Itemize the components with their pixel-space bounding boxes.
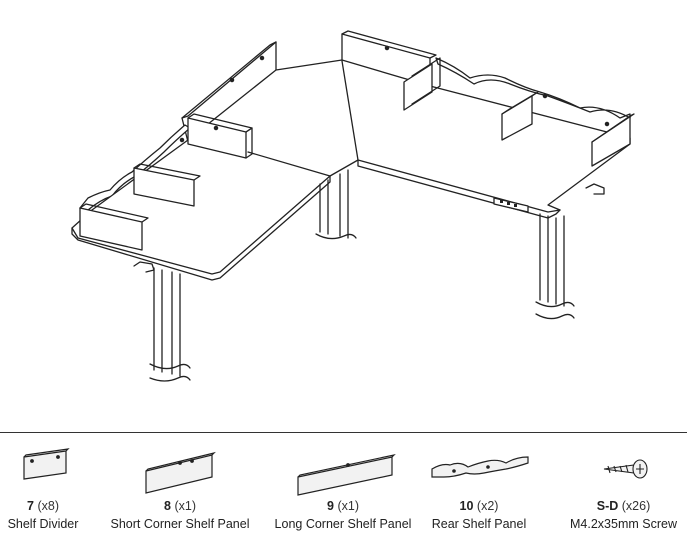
short-corner-shelf-panel xyxy=(341,30,437,87)
long-corner-shelf-panel-icon xyxy=(297,453,396,496)
shelf-divider-left-rear xyxy=(187,113,253,159)
part-label-s-d: S-D (x26) xyxy=(560,499,687,514)
part-quantity: (x26) xyxy=(621,499,651,513)
part-number: 9 xyxy=(327,499,334,513)
part-short-corner-shelf-panel: 8 (x1) Short Corner Shelf Panel xyxy=(100,433,260,544)
shelf-divider-right-middle xyxy=(501,91,539,141)
part-rear-shelf-panel: 10 (x2) Rear Shelf Panel xyxy=(424,433,534,544)
shelf-divider-icon xyxy=(23,448,70,480)
desk-leg-corner xyxy=(315,169,357,240)
part-number: 8 xyxy=(164,499,171,513)
part-quantity: (x2) xyxy=(476,499,499,513)
short-corner-shelf-panel-icon xyxy=(145,451,216,494)
shelf-divider-right-corner xyxy=(403,57,441,111)
part-name: M4.2x35mm Screw xyxy=(570,517,677,531)
part-label-10: 10 (x2) xyxy=(424,499,534,514)
part-number: 7 xyxy=(27,499,34,513)
shelf-divider-left-front xyxy=(133,163,201,207)
part-shelf-divider: 7 (x8) Shelf Divider xyxy=(0,433,86,544)
rear-shelf-panel-icon xyxy=(431,456,529,478)
l-shaped-desk-assembly-illustration xyxy=(71,30,635,382)
part-number: S-D xyxy=(596,499,619,513)
part-label-7: 7 (x8) xyxy=(0,499,86,514)
part-name: Short Corner Shelf Panel xyxy=(110,517,250,531)
control-panel xyxy=(493,197,529,213)
part-label-9: 9 (x1) xyxy=(268,499,418,514)
part-quantity: (x1) xyxy=(174,499,196,513)
headphone-hook-right xyxy=(585,183,605,195)
parts-list: 7 (x8) Shelf Divider 8 (x1) Short Corner… xyxy=(0,432,687,543)
part-name: Rear Shelf Panel xyxy=(431,517,527,531)
part-label-8: 8 (x1) xyxy=(100,499,260,514)
desk-leg-right xyxy=(535,213,575,320)
shelf-divider-left-end xyxy=(79,203,149,251)
screw-icon xyxy=(603,459,648,479)
part-name: Shelf Divider xyxy=(7,517,79,531)
desk-leg-front-left xyxy=(149,267,191,382)
desktop-surface xyxy=(71,59,631,281)
headphone-hook-left xyxy=(133,261,155,273)
part-quantity: (x8) xyxy=(37,499,59,513)
part-screw: S-D (x26) M4.2x35mm Screw xyxy=(560,433,687,544)
part-number: 10 xyxy=(459,499,474,513)
shelf-divider-right-end xyxy=(591,113,635,167)
part-name: Long Corner Shelf Panel xyxy=(274,517,412,531)
part-quantity: (x1) xyxy=(337,499,359,513)
part-long-corner-shelf-panel: 9 (x1) Long Corner Shelf Panel xyxy=(268,433,418,544)
